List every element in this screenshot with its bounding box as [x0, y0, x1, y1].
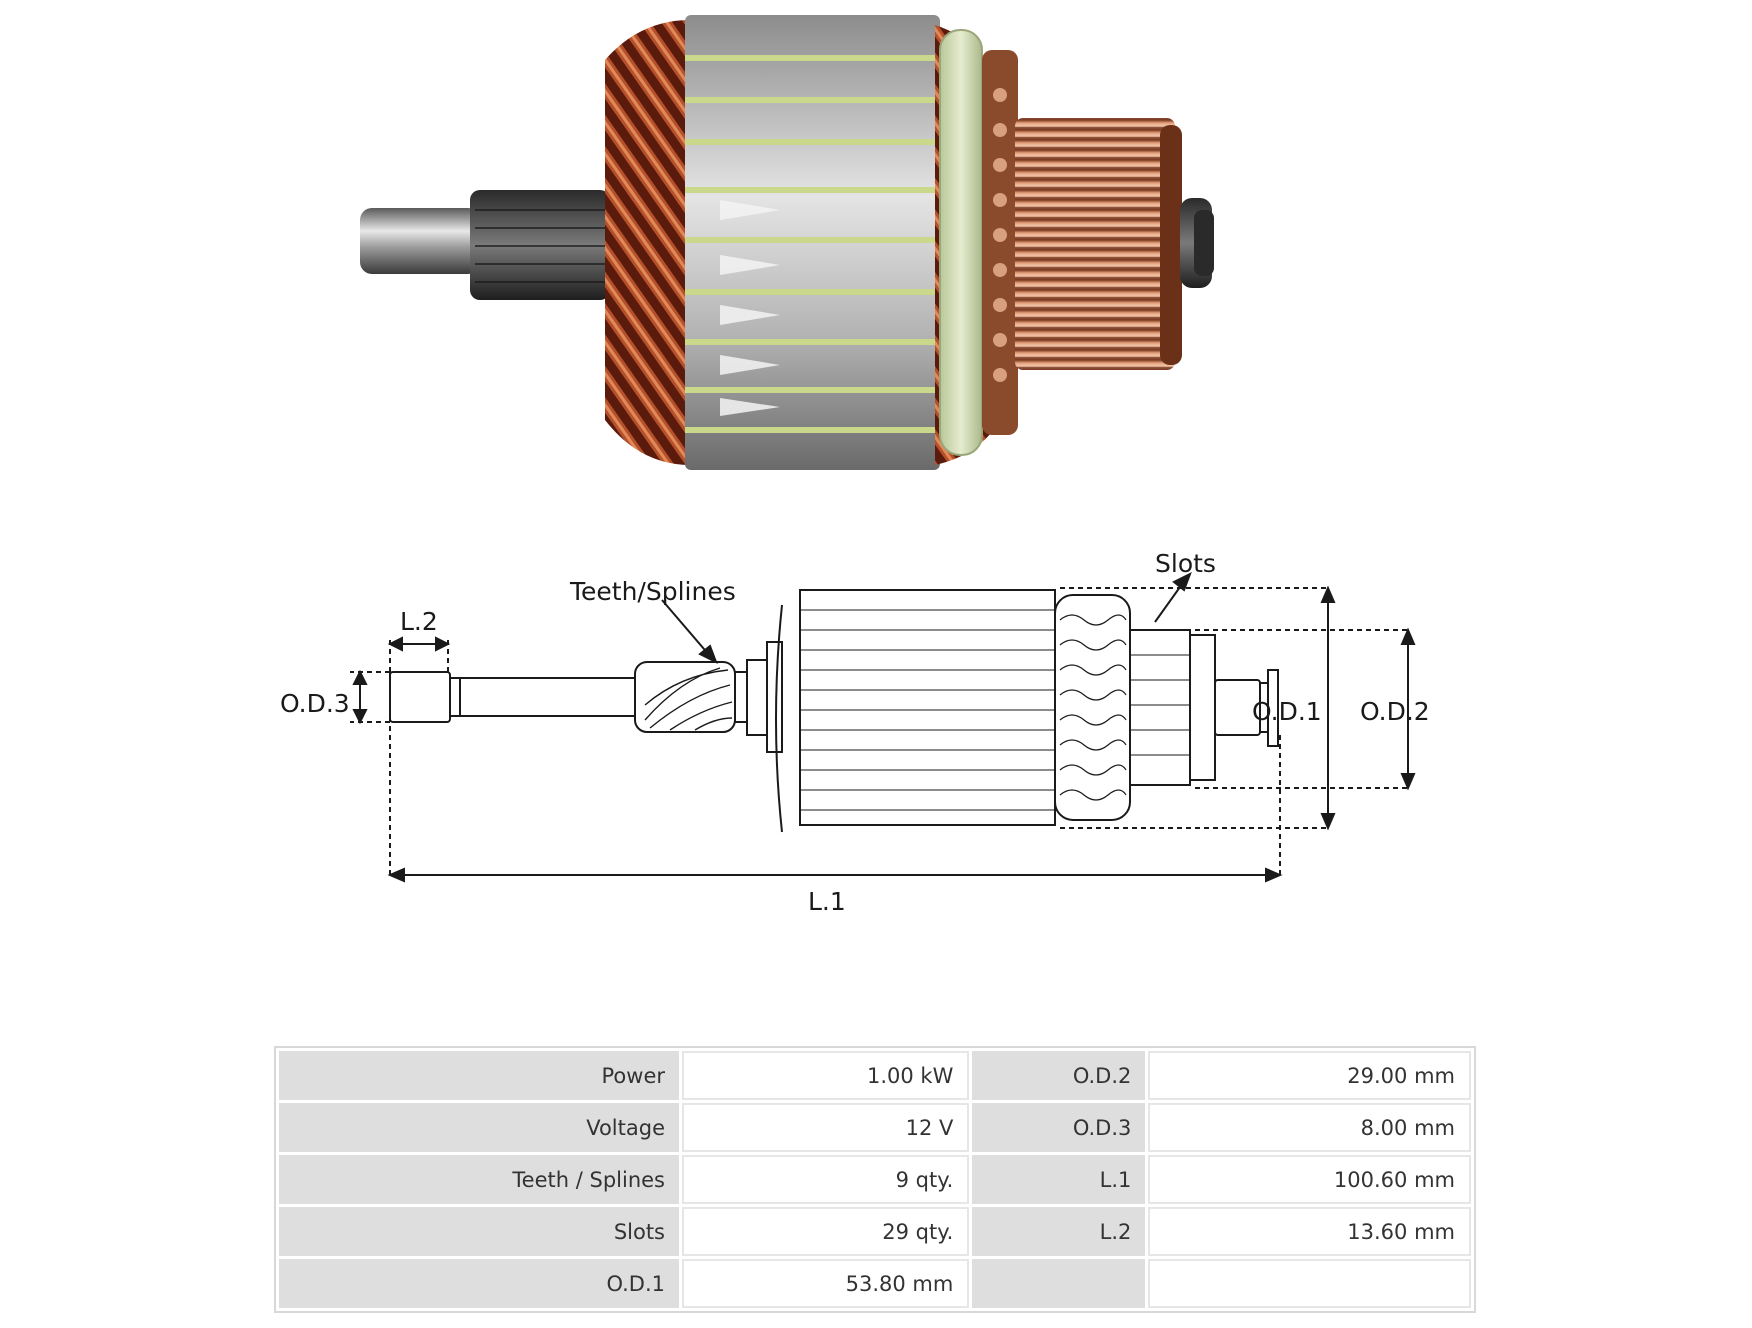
spec-key: O.D.2	[972, 1051, 1146, 1100]
label-od3: O.D.3	[280, 689, 350, 718]
label-od1: O.D.1	[1252, 697, 1322, 726]
spec-value: 13.60 mm	[1148, 1207, 1471, 1256]
spec-value: 53.80 mm	[682, 1259, 970, 1308]
table-row: Teeth / Splines 9 qty. L.1 100.60 mm	[279, 1155, 1471, 1204]
spec-value: 12 V	[682, 1103, 970, 1152]
label-l2: L.2	[400, 607, 438, 636]
label-teeth-splines: Teeth/Splines	[569, 577, 736, 606]
spec-value: 8.00 mm	[1148, 1103, 1471, 1152]
label-slots: Slots	[1155, 549, 1216, 578]
spec-value: 29 qty.	[682, 1207, 970, 1256]
spec-key: Slots	[279, 1207, 679, 1256]
armature-photo	[360, 15, 1214, 470]
armature-dimension-drawing: Slots Teeth/Splines L.2 O.D.3 O.D.1 O.D.…	[280, 549, 1430, 916]
spec-value: 29.00 mm	[1148, 1051, 1471, 1100]
spec-key: Voltage	[279, 1103, 679, 1152]
table-row: Voltage 12 V O.D.3 8.00 mm	[279, 1103, 1471, 1152]
spec-key	[972, 1259, 1146, 1308]
spec-value: 9 qty.	[682, 1155, 970, 1204]
table-row: O.D.1 53.80 mm	[279, 1259, 1471, 1308]
spec-value: 1.00 kW	[682, 1051, 970, 1100]
spec-key: L.1	[972, 1155, 1146, 1204]
table-row: Power 1.00 kW O.D.2 29.00 mm	[279, 1051, 1471, 1100]
label-od2: O.D.2	[1360, 697, 1430, 726]
spec-value: 100.60 mm	[1148, 1155, 1471, 1204]
spec-key: L.2	[972, 1207, 1146, 1256]
spec-key: Teeth / Splines	[279, 1155, 679, 1204]
spec-key: Power	[279, 1051, 679, 1100]
spec-value	[1148, 1259, 1471, 1308]
spec-key: O.D.1	[279, 1259, 679, 1308]
table-row: Slots 29 qty. L.2 13.60 mm	[279, 1207, 1471, 1256]
spec-key: O.D.3	[972, 1103, 1146, 1152]
spec-table: Power 1.00 kW O.D.2 29.00 mm Voltage 12 …	[274, 1046, 1476, 1313]
label-l1: L.1	[808, 887, 846, 916]
